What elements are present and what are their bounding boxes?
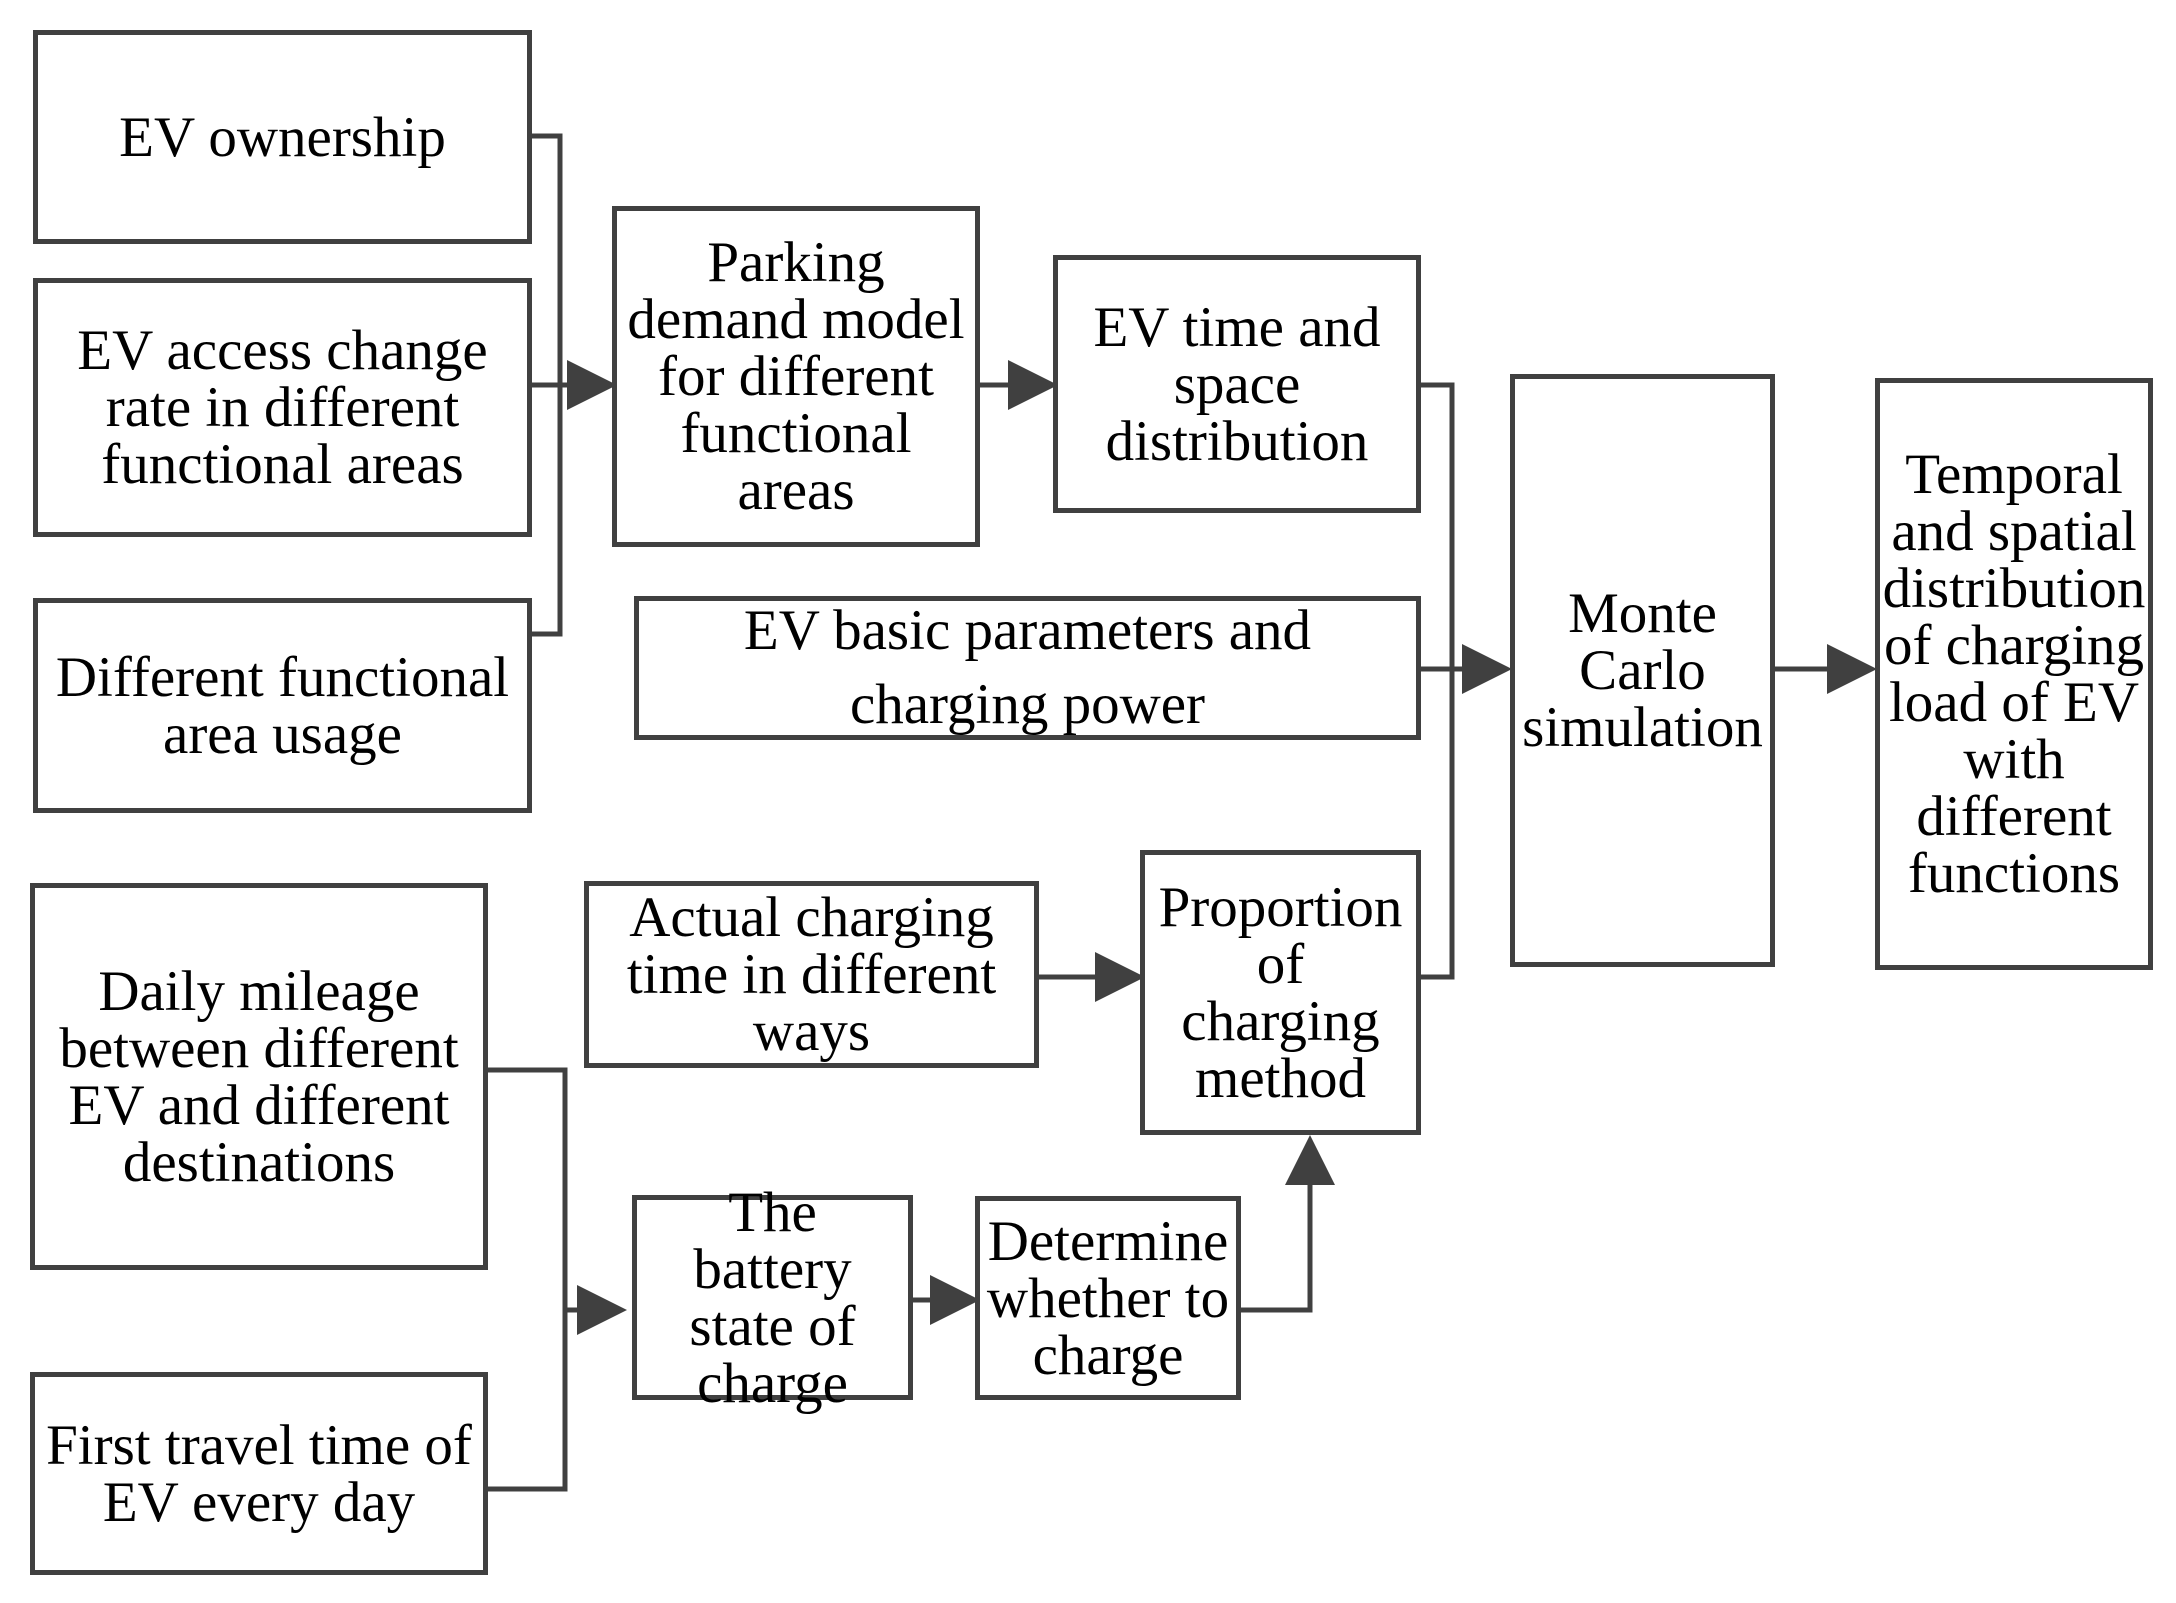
determine-charge-box: Determine whether to charge — [975, 1196, 1241, 1400]
daily-mileage-label: Daily mileage between different EV and d… — [59, 959, 459, 1194]
battery-soc-label: The battery state of charge — [689, 1180, 856, 1415]
battery-soc-box: The battery state of charge — [632, 1184, 913, 1412]
time-space-distribution-box: EV time and space distribution — [1053, 255, 1421, 513]
actual-charging-time-box: Actual charging time in different ways — [584, 881, 1039, 1068]
monte-carlo-box: Monte Carlo simulation — [1510, 374, 1775, 967]
ev-ownership-label: EV ownership — [119, 105, 446, 169]
parking-demand-label: Parking demand model for different funct… — [627, 231, 965, 522]
daily-mileage-box: Daily mileage between different EV and d… — [30, 883, 488, 1270]
monte-carlo-label: Monte Carlo simulation — [1522, 582, 1763, 759]
basic-parameters-box: EV basic parameters and charging power — [634, 596, 1421, 740]
first-travel-time-box: First travel time of EV every day — [30, 1372, 488, 1575]
proportion-charging-label: Proportion of charging method — [1158, 875, 1403, 1110]
actual-charging-time-label: Actual charging time in different ways — [626, 886, 997, 1063]
time-space-distribution-label: EV time and space distribution — [1093, 295, 1381, 473]
output-distribution-box: Temporal and spatial distribution of cha… — [1875, 378, 2153, 970]
determine-charge-label: Determine whether to charge — [986, 1209, 1230, 1387]
functional-area-usage-label: Different functional area usage — [55, 645, 510, 766]
output-distribution-label: Temporal and spatial distribution of cha… — [1882, 443, 2146, 905]
arrow-determine-to-proportion — [1241, 1135, 1335, 1313]
ev-ownership-box: EV ownership — [33, 30, 532, 244]
connector-time-space-bracket — [1421, 382, 1455, 980]
functional-area-usage-box: Different functional area usage — [33, 598, 532, 813]
connector-travel-bracket — [488, 1067, 568, 1492]
basic-parameters-label: EV basic parameters and charging power — [743, 598, 1312, 736]
proportion-charging-box: Proportion of charging method — [1140, 850, 1421, 1135]
first-travel-time-label: First travel time of EV every day — [46, 1413, 472, 1534]
ev-access-rate-label: EV access change rate in different funct… — [77, 319, 488, 496]
ev-access-rate-box: EV access change rate in different funct… — [33, 278, 532, 537]
parking-demand-box: Parking demand model for different funct… — [612, 206, 980, 547]
